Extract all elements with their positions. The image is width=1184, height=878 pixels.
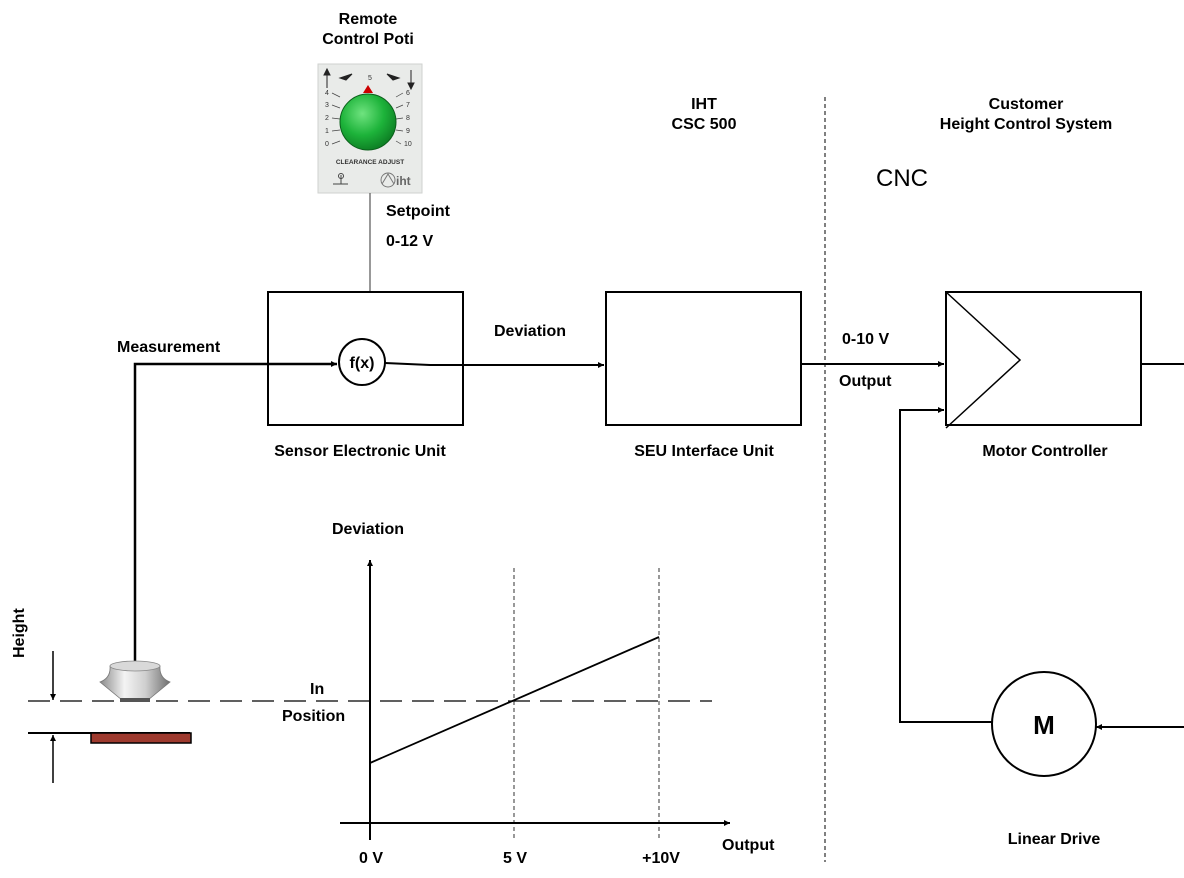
cnc-label: CNC bbox=[876, 165, 928, 193]
deviation-label: Deviation bbox=[494, 322, 566, 342]
motor-controller-label: Motor Controller bbox=[982, 442, 1107, 462]
remote-control-poti[interactable]: 4 3 2 1 0 6 7 8 9 10 5 bbox=[318, 64, 422, 193]
scale-1: 1 bbox=[325, 128, 329, 135]
poti-knob[interactable] bbox=[340, 94, 396, 150]
scale-0: 0 bbox=[325, 141, 329, 148]
tick-0v: 0 V bbox=[359, 849, 383, 869]
graph-x-label: Output bbox=[722, 836, 774, 856]
iht-header-line2: CSC 500 bbox=[672, 115, 737, 135]
seu-interface-unit-block[interactable] bbox=[606, 292, 801, 425]
characteristic-curve bbox=[370, 637, 659, 763]
in-position-line2: Position bbox=[282, 707, 345, 727]
scale-5: 5 bbox=[368, 75, 372, 82]
svg-text:iht: iht bbox=[396, 174, 411, 188]
function-label: f(x) bbox=[350, 355, 375, 372]
customer-header-line2: Height Control System bbox=[940, 115, 1112, 135]
linear-drive-label: Linear Drive bbox=[1008, 830, 1100, 850]
graph-y-label: Deviation bbox=[332, 520, 404, 540]
poti-caption: CLEARANCE ADJUST bbox=[336, 159, 404, 166]
motor-controller-block[interactable] bbox=[946, 292, 1141, 425]
customer-header-line1: Customer bbox=[940, 95, 1112, 115]
output-label: Output bbox=[839, 372, 891, 392]
target-plate bbox=[91, 733, 191, 743]
customer-header: Customer Height Control System bbox=[940, 95, 1112, 135]
scale-10: 10 bbox=[404, 141, 412, 148]
scale-9: 9 bbox=[406, 128, 410, 135]
feedback-line bbox=[900, 410, 992, 722]
setpoint-label: Setpoint bbox=[386, 202, 450, 222]
scale-3: 3 bbox=[325, 102, 329, 109]
scale-4: 4 bbox=[325, 90, 329, 97]
motor-symbol: M bbox=[1033, 710, 1055, 740]
scale-6: 6 bbox=[406, 90, 410, 97]
remote-title-line2: Control Poti bbox=[322, 30, 414, 50]
scale-8: 8 bbox=[406, 115, 410, 122]
tick-5v: 5 V bbox=[503, 849, 527, 869]
seu-unit-label: SEU Interface Unit bbox=[634, 442, 774, 462]
measurement-label: Measurement bbox=[117, 338, 220, 358]
sensor-unit-label: Sensor Electronic Unit bbox=[274, 442, 446, 462]
remote-title-line1: Remote bbox=[322, 10, 414, 30]
in-position-line1: In bbox=[310, 680, 324, 700]
tick-10v: +10V bbox=[642, 849, 680, 869]
setpoint-range-label: 0-12 V bbox=[386, 232, 433, 252]
remote-title: Remote Control Poti bbox=[322, 10, 414, 50]
height-label: Height bbox=[10, 608, 30, 658]
sensor-head bbox=[100, 661, 170, 702]
output-range-label: 0-10 V bbox=[842, 330, 889, 350]
iht-header-line1: IHT bbox=[672, 95, 737, 115]
scale-7: 7 bbox=[406, 102, 410, 109]
iht-header: IHT CSC 500 bbox=[672, 95, 737, 135]
scale-2: 2 bbox=[325, 115, 329, 122]
